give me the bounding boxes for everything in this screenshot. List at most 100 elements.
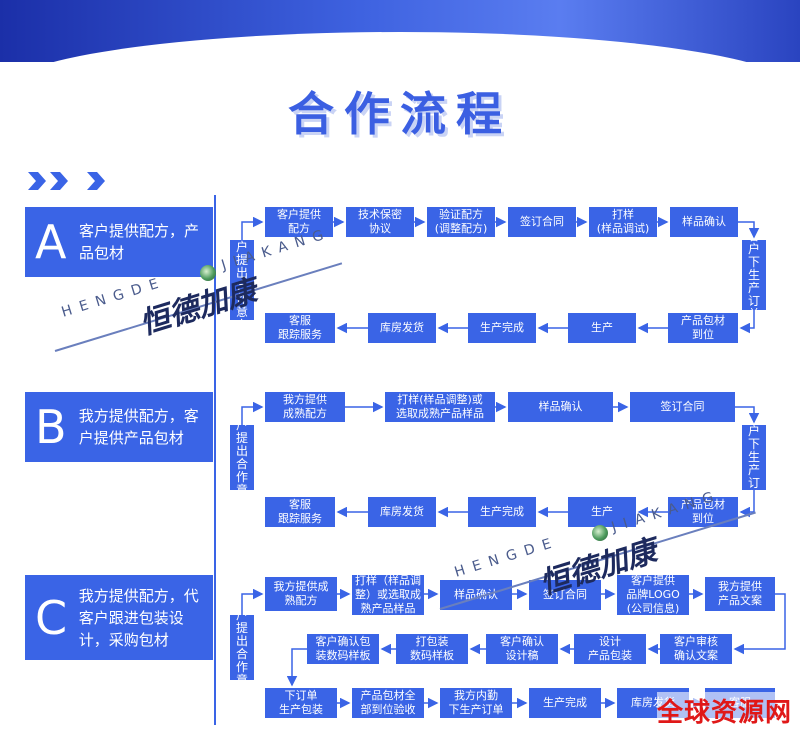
vertical-char: 提 <box>235 253 248 267</box>
flow-step: 客服 跟踪服务 <box>265 497 335 527</box>
vertical-char: 出 <box>235 633 248 648</box>
flow-step: 生产完成 <box>468 497 536 527</box>
flow-step-text: 样品确认 <box>682 215 726 228</box>
vertical-char: 向 <box>235 318 248 332</box>
page-title: 合作流程 <box>288 87 512 141</box>
section-b-letter: B <box>35 400 67 454</box>
section-c-letter: C <box>35 590 68 645</box>
flow-step-text: 库房发货 <box>380 505 424 518</box>
flow-step-text: 样品确认 <box>454 588 498 601</box>
section-b-text: 我方提供配方，客户提供产品包材 <box>78 407 199 447</box>
flow-step: 我方内勤 下生产订单 <box>440 688 512 718</box>
flow-step-text: 我方提供 成熟配方 <box>283 393 327 420</box>
vertical-char: 向 <box>235 685 248 700</box>
vertical-char: 作 <box>235 659 248 674</box>
section-a-right-box: 客户下生产订单 <box>742 229 766 320</box>
flow-step: 客户审核 确认文案 <box>660 634 732 664</box>
chevron-right-icon <box>28 172 46 190</box>
vertical-char: 意 <box>235 305 248 319</box>
flow-step-text: 客户确认 设计稿 <box>500 635 544 662</box>
vertical-char: 意 <box>235 672 248 687</box>
flow-step-text: 打样(样品调整)或 选取成熟产品样品 <box>396 393 484 420</box>
flow-step: 库房发货 <box>368 313 436 343</box>
flow-step-text: 打样 (样品调试) <box>596 208 650 235</box>
watermark-globe-icon <box>200 265 216 281</box>
flow-step-text: 生产完成 <box>543 696 587 709</box>
vertical-char: 订 <box>747 293 760 308</box>
site-watermark: 全球资源网 <box>656 692 792 729</box>
vertical-char: 生 <box>747 267 760 282</box>
flow-step-text: 我方提供 产品文案 <box>718 580 762 607</box>
vertical-char: 下 <box>747 254 760 269</box>
section-a-side-box: 客户提出合作意向 <box>230 228 254 332</box>
flow-step-text: 打样（样品调 整）或选取成 熟产品样品 <box>355 574 421 615</box>
vertical-char: 下 <box>747 437 760 451</box>
divider-line <box>214 195 216 725</box>
flow-step: 客户提供 配方 <box>265 207 333 237</box>
section-c-label: C 我方提供配方，代客户跟进包装设计，采购包材 <box>25 575 213 660</box>
flow-step: 下订单 生产包装 <box>265 688 337 718</box>
section-a-side-text: 客户提出合作意向 <box>236 228 248 332</box>
flow-step: 打样 (样品调试) <box>589 207 657 237</box>
flow-step: 样品确认 <box>508 392 613 422</box>
vertical-char: 意 <box>235 482 248 497</box>
vertical-char: 向 <box>235 495 248 510</box>
vertical-char: 作 <box>235 469 248 484</box>
flow-step-text: 样品确认 <box>538 400 583 413</box>
flow-step: 技术保密 协议 <box>346 207 414 237</box>
flow-step-text: 客户确认包 装数码样板 <box>315 635 371 662</box>
section-a-label: A 客户提供配方，产品包材 <box>25 207 213 277</box>
flow-step: 我方提供成 熟配方 <box>265 577 337 611</box>
flow-step: 样品确认 <box>670 207 738 237</box>
flow-step: 产品包材 到位 <box>668 313 738 343</box>
flow-step-text: 产品包材全 部到位验收 <box>360 689 416 716</box>
vertical-char: 合 <box>235 646 248 661</box>
vertical-char: 合 <box>235 456 248 471</box>
flow-step-text: 签订合同 <box>520 215 564 228</box>
vertical-char: 户 <box>235 240 248 254</box>
flow-step-text: 验证配方 (调整配方) <box>434 208 488 235</box>
section-c-side-text: 客户提出合作意向 <box>235 595 248 700</box>
flow-step-text: 产品包材 到位 <box>681 314 725 341</box>
flow-step: 设计 产品包装 <box>574 634 646 664</box>
flow-step-text: 客服 跟踪服务 <box>278 314 322 341</box>
flow-step-text: 我方提供成 熟配方 <box>273 580 329 607</box>
vertical-char: 合 <box>235 279 248 293</box>
flow-step: 打样（样品调 整）或选取成 熟产品样品 <box>352 574 424 615</box>
flow-step-text: 生产 <box>591 321 613 334</box>
flow-step: 生产 <box>568 497 636 527</box>
flow-step-text: 设计 产品包装 <box>588 635 632 662</box>
flow-step-text: 客服 跟踪服务 <box>278 498 322 525</box>
chevron-right-icon <box>87 172 105 190</box>
chevron-right-icon <box>50 172 68 190</box>
vertical-char: 产 <box>747 280 760 295</box>
section-a-letter: A <box>35 215 67 269</box>
flow-step: 客户提供 品牌LOGO (公司信息) <box>617 574 689 615</box>
section-c-side-box: 客户提出合作意向 <box>230 595 254 699</box>
flow-step-text: 打包装 数码样板 <box>410 635 454 662</box>
flow-step-text: 客户提供 品牌LOGO (公司信息) <box>626 574 680 615</box>
flow-step-text: 客户审核 确认文案 <box>674 635 718 662</box>
flow-step: 我方提供 产品文案 <box>705 577 775 611</box>
flow-step: 产品包材全 部到位验收 <box>352 688 424 718</box>
section-c-text: 我方提供配方，代客户跟进包装设计，采购包材 <box>78 586 199 649</box>
vertical-char: 订 <box>747 476 760 490</box>
flow-step-text: 生产完成 <box>480 321 524 334</box>
top-banner <box>0 0 800 62</box>
flow-step-text: 签订合同 <box>543 588 587 601</box>
vertical-char: 生 <box>747 450 760 464</box>
section-a-text: 客户提供配方，产品包材 <box>79 222 200 262</box>
flow-step-text: 签订合同 <box>660 400 705 413</box>
flow-step: 库房发货 <box>368 497 436 527</box>
flow-step-text: 技术保密 协议 <box>358 208 402 235</box>
flow-step: 我方提供 成熟配方 <box>265 392 345 422</box>
flow-step-text: 生产 <box>591 505 613 518</box>
vertical-char: 户 <box>747 241 760 256</box>
section-b-side-box: 客户提出合作意向 <box>230 405 254 509</box>
flow-step-text: 客户提供 配方 <box>277 208 321 235</box>
flow-step: 打样(样品调整)或 选取成熟产品样品 <box>385 392 495 422</box>
vertical-char: 出 <box>235 266 248 280</box>
flow-step: 客服 跟踪服务 <box>265 313 335 343</box>
vertical-char: 出 <box>235 443 248 458</box>
flow-step-text: 我方内勤 下生产订单 <box>448 689 504 716</box>
